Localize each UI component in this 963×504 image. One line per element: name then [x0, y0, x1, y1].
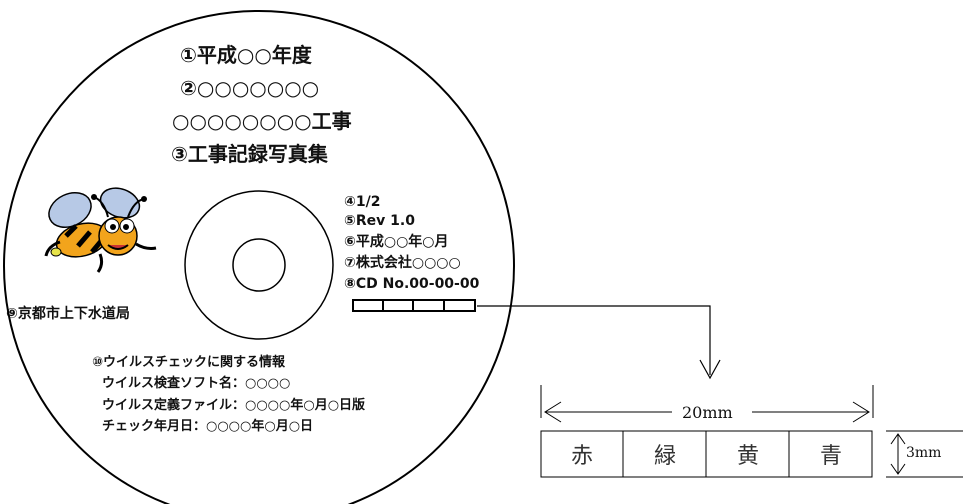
- disc-item2-construction-name: ○○○○○○○○工事: [172, 109, 352, 133]
- height-arrowhead-bottom: [890, 463, 906, 475]
- disc-item5-revision: ⑤Rev 1.0: [344, 213, 415, 229]
- color-cell-green: 緑: [653, 444, 676, 469]
- cd-disc-outline: [3, 10, 515, 504]
- disc-item10-virus-heading: ⑩ウイルスチェックに関する情報: [92, 355, 286, 370]
- virus-definition-file: ウイルス定義ファイル：○○○○年○月○日版: [102, 398, 366, 413]
- cd-hub-ring: [184, 190, 334, 340]
- color-label-detail: [540, 430, 873, 478]
- width-arrowhead-right: [852, 401, 870, 423]
- bee-mascot-icon: [44, 187, 157, 273]
- disc-item6-date: ⑥平成○○年○月: [344, 234, 449, 250]
- color-cell-red: 赤: [570, 444, 593, 469]
- disc-item3-photo-collection: ③工事記録写真集: [171, 142, 328, 166]
- disc-item2-project: ②○○○○○○○: [180, 76, 320, 100]
- height-arrowhead-top: [890, 433, 906, 445]
- disc-item8-cd-number: ⑧CD No.00-00-00: [344, 276, 480, 292]
- color-cell-yellow: 黄: [736, 444, 759, 469]
- width-arrowhead-left: [544, 401, 562, 423]
- disc-item7-company: ⑦株式会社○○○○: [344, 255, 461, 271]
- virus-check-date: チェック年月日：○○○○年○月○日: [102, 419, 314, 434]
- disc-item1-fiscal-year: ①平成○○年度: [180, 43, 312, 67]
- connector-arrowhead: [699, 359, 721, 380]
- cd-center-hole: [232, 238, 286, 292]
- height-dimension-label: 3mm: [906, 445, 942, 461]
- disc-item4-volume: ④1/2: [344, 194, 381, 210]
- color-cell-blue: 青: [819, 444, 842, 469]
- disc-item9-bureau: ⑨京都市上下水道局: [6, 306, 130, 322]
- disc-color-label-box: [352, 299, 476, 312]
- width-dimension-label: 20mm: [682, 403, 733, 422]
- virus-software-name: ウイルス検査ソフト名：○○○○: [102, 376, 291, 391]
- connector-line: [477, 305, 711, 375]
